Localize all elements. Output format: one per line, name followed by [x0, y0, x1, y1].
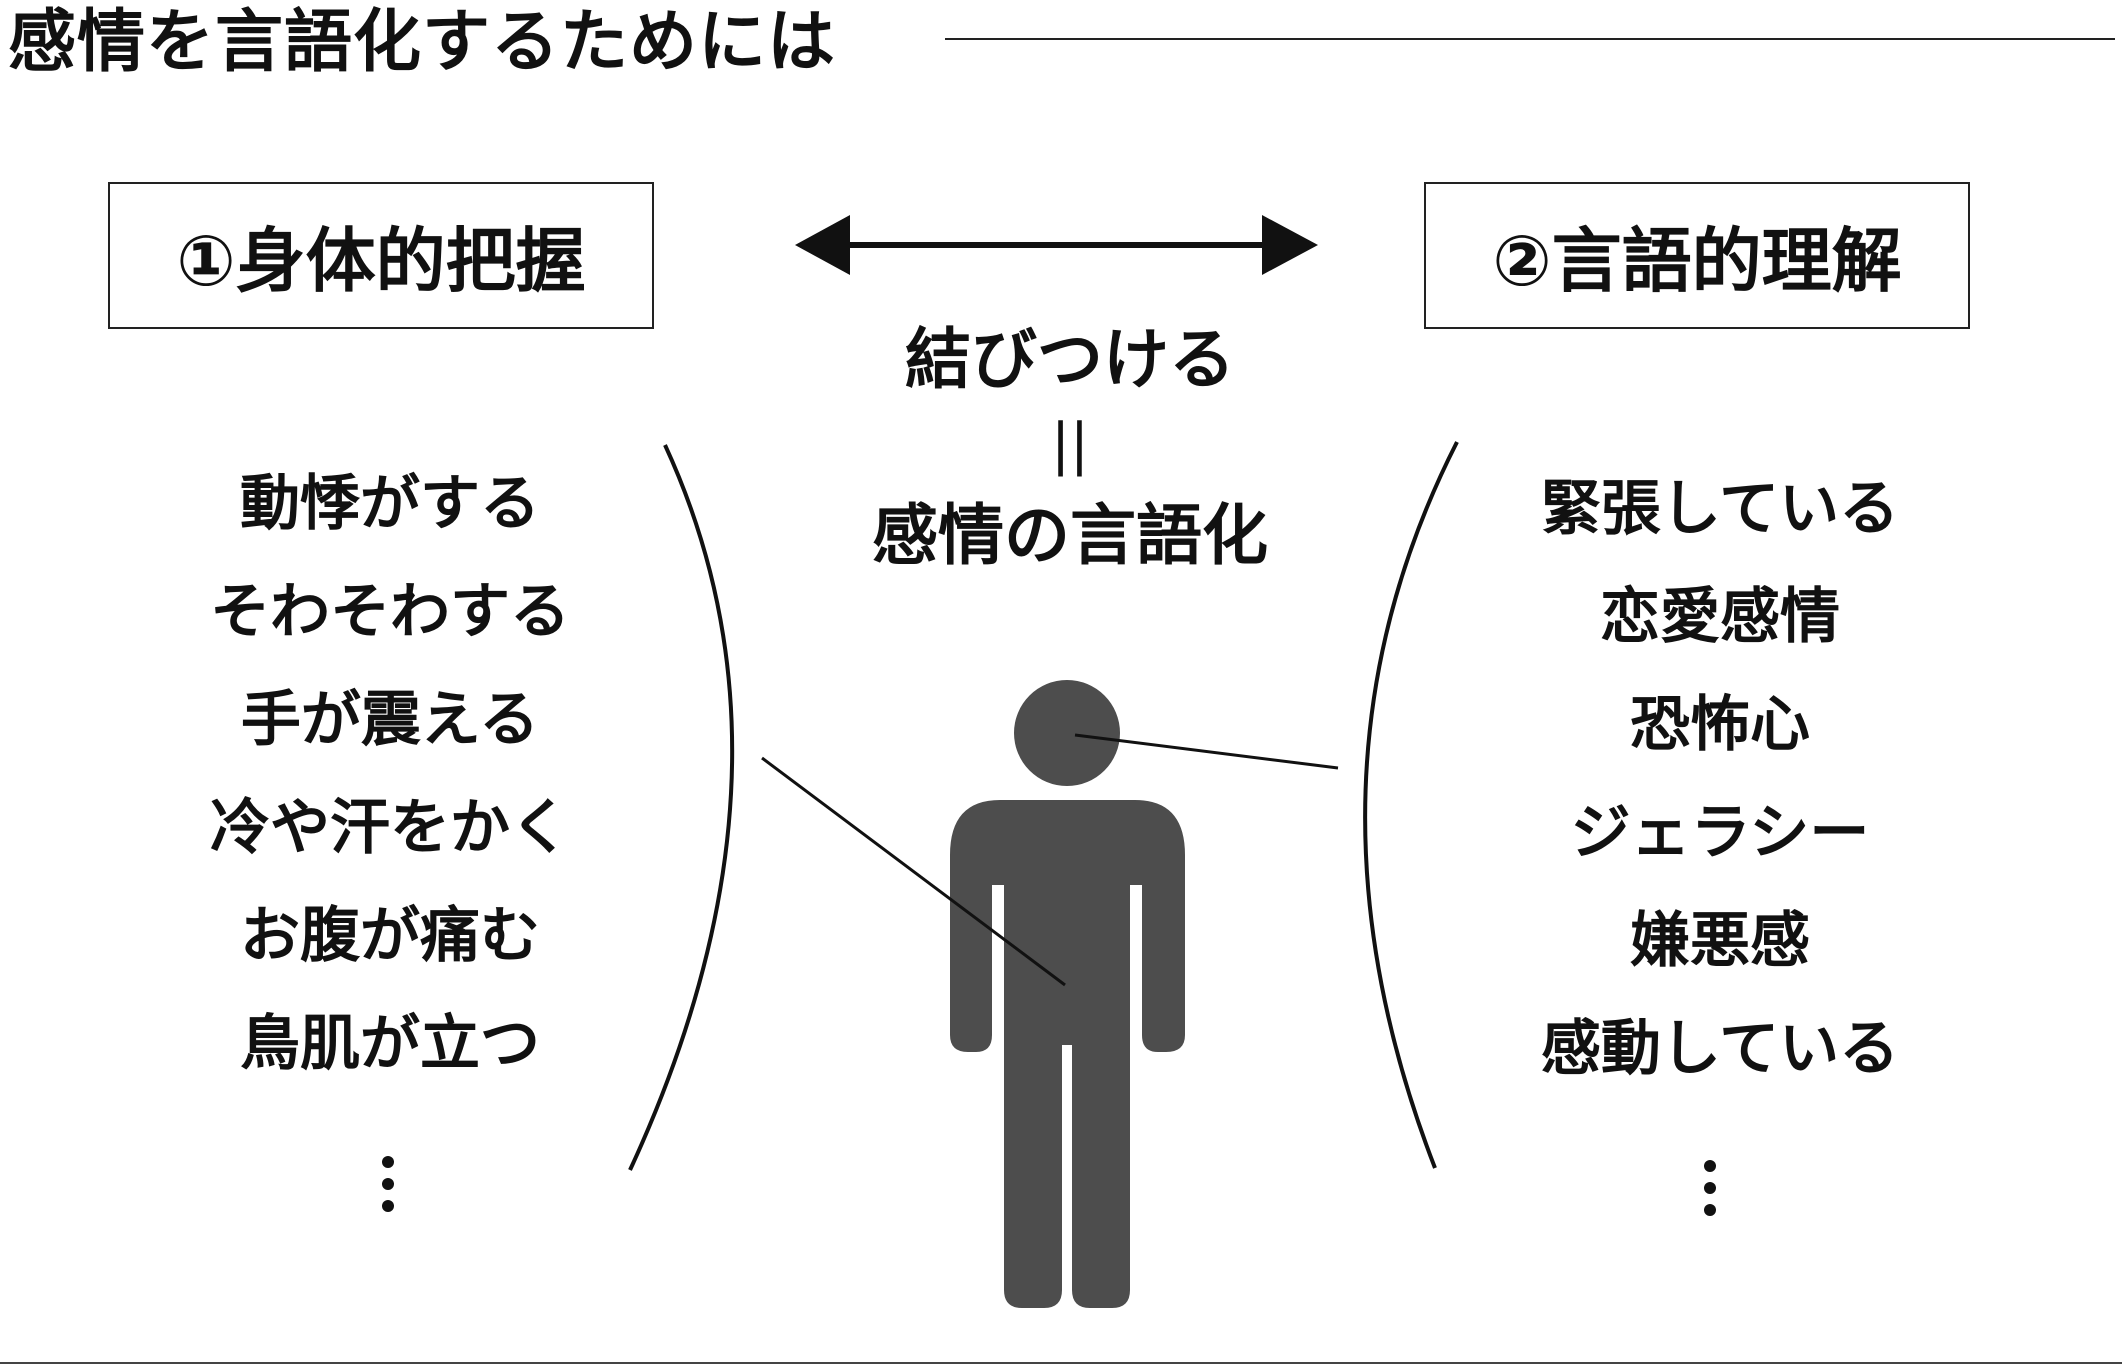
ellipsis-icon — [1700, 1160, 1720, 1226]
equals-label: || — [1051, 412, 1089, 477]
list-item: お腹が痛む — [240, 901, 540, 971]
verbal-understanding-box: ②言語的理解 — [1424, 182, 1970, 329]
list-item: 恋愛感情 — [1600, 582, 1840, 652]
list-item: そわそわする — [210, 577, 570, 647]
head-connector-line — [1074, 733, 1339, 770]
list-item: 動悸がする — [240, 469, 540, 539]
list-item: ジェラシー — [1570, 798, 1870, 868]
connect-label: 結びつける — [905, 321, 1235, 398]
page-title: 感情を言語化するためには — [8, 3, 837, 82]
list-item: 鳥肌が立つ — [240, 1009, 540, 1079]
double-arrow-icon — [795, 215, 1318, 275]
ellipsis-icon — [378, 1156, 398, 1222]
verbal-understanding-label: ②言語的理解 — [1492, 220, 1902, 302]
right-bracket-icon — [1363, 441, 1459, 1169]
list-item: 恐怖心 — [1630, 690, 1810, 760]
list-item: 冷や汗をかく — [210, 793, 570, 863]
bottom-divider — [0, 1362, 2122, 1364]
list-item: 感動している — [1540, 1014, 1900, 1084]
left-bracket-icon — [628, 444, 735, 1171]
list-item: 手が震える — [240, 685, 540, 755]
physical-grasp-label: ①身体的把握 — [176, 220, 586, 302]
verbalization-label: 感情の言語化 — [872, 497, 1268, 574]
list-item: 嫌悪感 — [1630, 906, 1810, 976]
list-item: 緊張している — [1540, 474, 1900, 544]
emotion-words-list: 緊張している 恋愛感情 恐怖心 ジェラシー 嫌悪感 感動している — [1490, 455, 1950, 1103]
physical-sensations-list: 動悸がする そわそわする 手が震える 冷や汗をかく お腹が痛む 鳥肌が立つ — [160, 450, 620, 1098]
body-connector-line — [761, 756, 1066, 987]
person-icon — [950, 680, 1185, 1308]
title-underline — [945, 38, 2115, 40]
physical-grasp-box: ①身体的把握 — [108, 182, 654, 329]
